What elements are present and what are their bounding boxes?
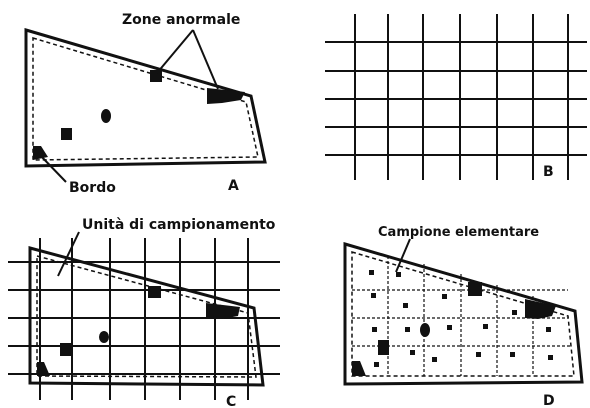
sampling-unit-label: Unità di campionamento xyxy=(82,217,276,233)
field-outer-boundary xyxy=(343,242,584,386)
border-patch xyxy=(37,362,50,376)
elementary-sample-label: Campione elementare xyxy=(378,225,539,240)
pointer-line xyxy=(156,29,194,74)
border-patch xyxy=(352,361,366,376)
panel-c-letter: C xyxy=(226,394,236,408)
anomalous-patch xyxy=(420,323,430,337)
pointer-line xyxy=(395,238,411,273)
sampling-grid xyxy=(325,14,587,180)
anomalous-patch xyxy=(148,286,161,298)
border-label: Bordo xyxy=(69,180,116,196)
anomalous-patch xyxy=(99,331,109,343)
panel-a: Zone anormale Bordo A xyxy=(24,12,267,196)
elementary-sample-points xyxy=(369,270,553,367)
anomalous-zones-label: Zone anormale xyxy=(122,12,240,28)
panel-d: Campione elementare D xyxy=(343,225,584,408)
panel-b: B xyxy=(325,14,587,180)
field-inner-border xyxy=(32,36,259,161)
anomalous-patch xyxy=(206,303,240,319)
panel-a-letter: A xyxy=(228,178,239,194)
border-patch xyxy=(33,146,48,160)
field-inner-border xyxy=(36,255,257,378)
pointer-line xyxy=(192,29,219,90)
panel-b-letter: B xyxy=(543,164,554,180)
pointer-line xyxy=(57,231,80,277)
sampling-grid xyxy=(8,238,280,400)
anomalous-patch xyxy=(207,88,245,104)
anomalous-patch xyxy=(101,109,111,123)
anomalous-patch xyxy=(468,282,482,296)
anomalous-patch xyxy=(525,299,556,319)
pointer-line xyxy=(37,152,67,183)
anomalous-patch xyxy=(60,343,72,356)
panel-d-letter: D xyxy=(543,393,555,408)
anomalous-patch xyxy=(150,70,162,82)
anomalous-patch xyxy=(378,340,389,355)
panel-c: Unità di campionamento C xyxy=(8,217,280,408)
field-outer-boundary xyxy=(24,27,267,168)
field-inner-border xyxy=(351,250,575,377)
anomalous-patch xyxy=(61,128,72,140)
